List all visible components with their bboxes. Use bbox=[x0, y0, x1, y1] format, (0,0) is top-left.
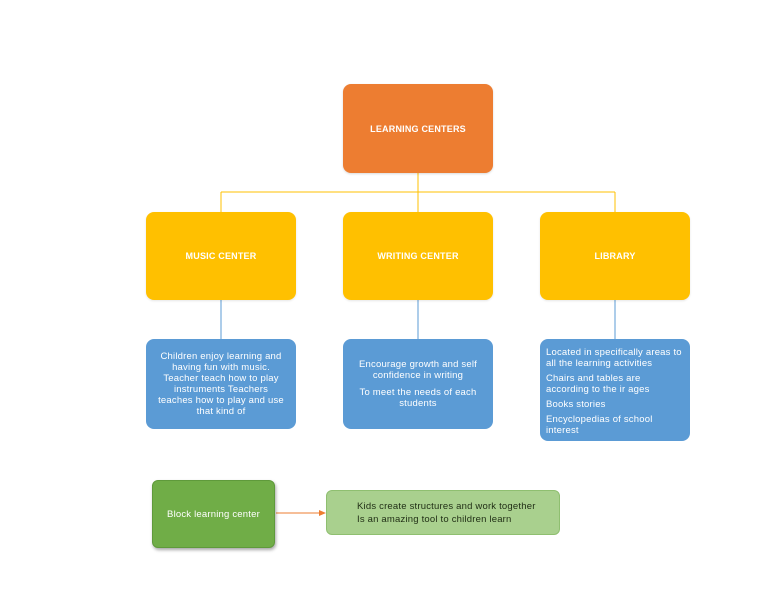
detail-node-library: Located in specifically areas to all the… bbox=[540, 339, 690, 441]
center-label-library: LIBRARY bbox=[594, 251, 636, 261]
detail-text-library-0: Located in specifically areas to all the… bbox=[546, 347, 682, 369]
center-node-writing: WRITING CENTER bbox=[343, 212, 493, 300]
block-detail-node: Kids create structures and work together… bbox=[326, 490, 560, 535]
detail-text-library-1: Chairs and tables are according to the i… bbox=[546, 373, 650, 395]
center-node-music: MUSIC CENTER bbox=[146, 212, 296, 300]
center-label-writing: WRITING CENTER bbox=[377, 251, 459, 261]
block-label: Block learning center bbox=[167, 508, 260, 520]
detail-text-writing-1: To meet the needs of each students bbox=[359, 387, 477, 409]
detail-text-writing-0: Encourage growth and self confidence in … bbox=[358, 359, 478, 381]
detail-node-writing: Encourage growth and self confidence in … bbox=[343, 339, 493, 429]
root-label: LEARNING CENTERS bbox=[370, 123, 466, 134]
block-node: Block learning center bbox=[152, 480, 275, 548]
detail-text-music-0: Children enjoy learning and having fun w… bbox=[158, 351, 284, 417]
root-node: LEARNING CENTERS bbox=[343, 84, 493, 173]
detail-node-music: Children enjoy learning and having fun w… bbox=[146, 339, 296, 429]
detail-text-library-3: Encyclopedias of school interest bbox=[546, 414, 653, 436]
block-detail-text-0: Kids create structures and work together bbox=[357, 500, 536, 512]
detail-text-library-2: Books stories bbox=[546, 399, 606, 410]
block-detail-text-1: Is an amazing tool to children learn bbox=[357, 513, 512, 525]
arrowhead bbox=[319, 510, 326, 516]
center-node-library: LIBRARY bbox=[540, 212, 690, 300]
center-label-music: MUSIC CENTER bbox=[185, 251, 257, 261]
